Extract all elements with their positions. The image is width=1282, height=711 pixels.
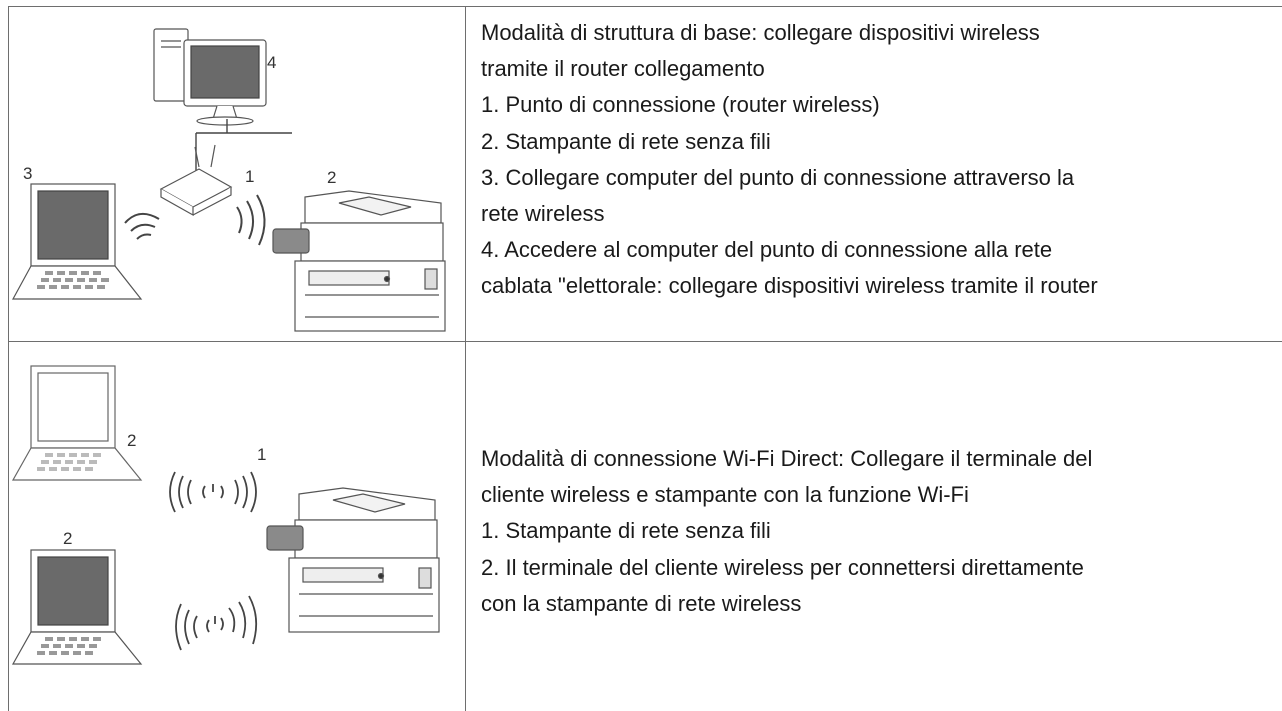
- wifi-waves-icon: [236, 194, 266, 246]
- label-printer: 2: [327, 168, 336, 187]
- label-desktop: 4: [267, 53, 276, 72]
- text-line: con la stampante di rete wireless: [481, 590, 802, 616]
- wifi-direct-waves-icon: [169, 471, 257, 513]
- text-line: 3. Collegare computer del punto di conne…: [481, 164, 1075, 190]
- infrastructure-mode-figure: 4 1 3: [11, 28, 446, 332]
- printer-icon: [266, 487, 440, 633]
- label-printer: 1: [257, 445, 266, 464]
- label-laptop-top: 2: [127, 431, 136, 450]
- printer-icon: [272, 190, 446, 332]
- label-router: 1: [245, 167, 254, 186]
- column-divider: [465, 6, 466, 711]
- wifi-waves-icon: [124, 212, 160, 240]
- text-line: 1. Punto di connessione (router wireless…: [481, 92, 880, 118]
- text-line: Modalità di connessione Wi-Fi Direct: Co…: [481, 446, 1093, 471]
- wifi-direct-description: Modalità di connessione Wi-Fi Direct: Co…: [481, 441, 1092, 622]
- row-divider: [8, 341, 1282, 342]
- label-laptop: 3: [23, 164, 32, 183]
- text-line: tramite il router collegamento: [481, 56, 765, 82]
- wifi-direct-waves-icon: [175, 595, 258, 651]
- text-line: 1. Stampante di rete senza fili: [481, 518, 771, 544]
- text-line: Modalità di struttura di base: collegare…: [481, 20, 1040, 45]
- text-line: 2. Il terminale del cliente wireless per…: [481, 554, 1084, 580]
- table-left-border: [8, 6, 9, 711]
- router-icon: [159, 144, 233, 217]
- desktop-computer-icon: [153, 28, 267, 126]
- text-line: cablata "elettorale: collegare dispositi…: [481, 273, 1098, 299]
- text-line: 2. Stampante di rete senza fili: [481, 128, 771, 154]
- laptop-icon: [11, 183, 143, 300]
- wifi-direct-figure: 2 2: [11, 365, 440, 665]
- text-line: cliente wireless e stampante con la funz…: [481, 482, 969, 508]
- text-line: rete wireless: [481, 200, 605, 226]
- text-line: 4. Accedere al computer del punto di con…: [481, 237, 1053, 263]
- table-top-border: [8, 6, 1282, 7]
- laptop-icon: [11, 549, 143, 665]
- label-laptop-bottom: 2: [63, 529, 72, 548]
- infrastructure-mode-description: Modalità di struttura di base: collegare…: [481, 15, 1098, 305]
- laptop-icon: [11, 365, 143, 481]
